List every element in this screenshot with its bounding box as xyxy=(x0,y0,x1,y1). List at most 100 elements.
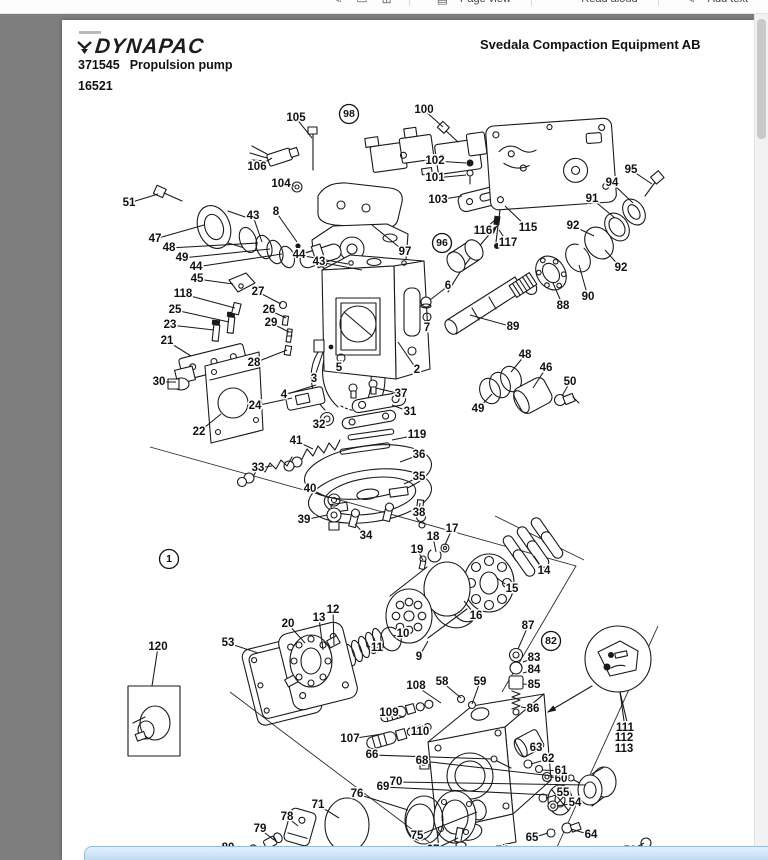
pdf-toolbar: ✎ ▭ ⊞ ▤ Page view ◠ Read aloud ✎ Add tex… xyxy=(0,0,768,14)
part-callout: 101 xyxy=(425,172,445,184)
part-callout: 103 xyxy=(428,194,447,206)
add-text-icon: ✎ xyxy=(686,0,696,6)
part-callout: 49 xyxy=(176,252,189,264)
callout-leader-line xyxy=(421,760,571,779)
callout-leader-line xyxy=(415,685,442,704)
part-callout: 36 xyxy=(413,449,426,461)
callout-leader-line xyxy=(469,314,514,328)
toolbar-separator xyxy=(530,0,532,6)
part-callout: 87 xyxy=(522,620,535,632)
part-callout: 109 xyxy=(379,707,398,719)
read-aloud-label: Read aloud xyxy=(581,0,637,5)
callout-leader-line xyxy=(522,683,535,686)
callout-leader-line xyxy=(552,282,564,307)
part-callout: 37 xyxy=(395,388,408,400)
callout-leader-line xyxy=(151,646,159,687)
kit-circle-callout: 82 xyxy=(545,635,557,647)
callout-leader-line xyxy=(397,341,418,371)
part-callout: 53 xyxy=(222,637,235,649)
part-gasket-flange xyxy=(241,621,358,726)
callout-leader-line xyxy=(522,657,535,663)
part-callout: 118 xyxy=(174,288,193,300)
part-callout: 63 xyxy=(530,742,543,754)
read-aloud-button[interactable]: ◠ Read aloud xyxy=(552,0,638,6)
kit-circle-callout: 98 xyxy=(343,108,355,120)
part-callout: 102 xyxy=(425,155,444,167)
callout-leader-line xyxy=(611,182,634,204)
callout-leader-line xyxy=(416,549,424,561)
part-callout: 22 xyxy=(193,426,206,438)
part-callout: 8 xyxy=(273,206,280,218)
part-callout: 43 xyxy=(313,256,326,268)
erase-icon[interactable]: ⊞ xyxy=(382,0,392,6)
part-callout: 104 xyxy=(271,178,291,190)
part-bearing-set xyxy=(522,170,665,296)
callout-leader-line xyxy=(253,349,288,364)
part-callout: 85 xyxy=(528,679,541,691)
callout-leader-line xyxy=(578,264,589,298)
callout-leader-line xyxy=(313,351,324,380)
part-callout: 26 xyxy=(263,304,276,316)
callout-leader-line xyxy=(252,215,263,243)
callout-leader-line xyxy=(463,600,477,617)
add-text-button[interactable]: ✎ Add text xyxy=(679,0,748,6)
part-callout: 106 xyxy=(247,161,266,173)
draw-icon[interactable]: ✎ xyxy=(332,0,342,6)
part-callout: 15 xyxy=(506,583,519,595)
page-view-button[interactable]: ▤ Page view xyxy=(430,0,511,6)
callout-leader-line xyxy=(295,440,314,450)
scrollbar[interactable] xyxy=(754,13,768,860)
callout-leader-line xyxy=(174,309,230,323)
callout-leader-line xyxy=(418,640,429,658)
part-end-cover-plate xyxy=(447,117,617,293)
part-callout: 10 xyxy=(397,628,410,640)
part-callout: 88 xyxy=(557,300,570,312)
part-callout: 58 xyxy=(436,676,449,688)
part-rotating-kit xyxy=(313,517,564,674)
part-callout: 30 xyxy=(153,376,166,388)
part-callout: 43 xyxy=(247,210,260,222)
callout-leader-line xyxy=(349,733,383,740)
callout-leader-line xyxy=(382,786,550,796)
callout-leader-line xyxy=(630,169,653,185)
kit-circle xyxy=(338,103,360,125)
part-relief-valve-stack xyxy=(508,647,524,716)
callout-leader-line xyxy=(254,397,293,407)
callout-leader-line xyxy=(198,413,222,433)
callout-leader-line xyxy=(268,309,287,319)
callout-leader-line xyxy=(287,623,306,644)
part-callout: 120 xyxy=(148,641,167,653)
part-callout: 113 xyxy=(615,743,634,755)
part-callout: 55 xyxy=(557,787,570,799)
highlight-icon[interactable]: ▭ xyxy=(356,0,367,6)
part-callout: 29 xyxy=(265,317,278,329)
callout-leader-line xyxy=(317,804,340,819)
company-name: Svedala Compaction Equipment AB xyxy=(480,37,701,52)
part-callout: 45 xyxy=(191,273,204,285)
callout-leader-line xyxy=(365,645,378,649)
bottom-toolbar[interactable] xyxy=(84,846,768,860)
callout-leader-line xyxy=(517,625,529,650)
brand-logo: DYNAPAC xyxy=(77,35,206,59)
part-callout: 92 xyxy=(615,262,628,274)
kit-circle xyxy=(431,232,453,254)
callout-leader-line xyxy=(444,528,453,546)
callout-leader-line xyxy=(371,224,406,253)
part-callout: 11 xyxy=(371,642,384,654)
part-callout: 46 xyxy=(540,362,553,374)
callout-leader-line xyxy=(434,160,467,164)
part-callout: 68 xyxy=(416,755,429,767)
callout-leader-line xyxy=(128,193,159,204)
part-callout: 17 xyxy=(446,523,459,535)
scrollbar-thumb[interactable] xyxy=(757,19,766,139)
part-callout: 117 xyxy=(499,237,518,249)
part-callout: 70 xyxy=(390,776,403,788)
part-callout: 5 xyxy=(336,362,343,374)
callout-leader-line xyxy=(391,434,418,441)
callout-leader-line xyxy=(388,712,405,718)
callout-leader-line xyxy=(604,249,622,269)
callout-leader-line xyxy=(549,776,562,780)
part-callout: 28 xyxy=(248,357,261,369)
callout-leader-line xyxy=(318,420,328,426)
